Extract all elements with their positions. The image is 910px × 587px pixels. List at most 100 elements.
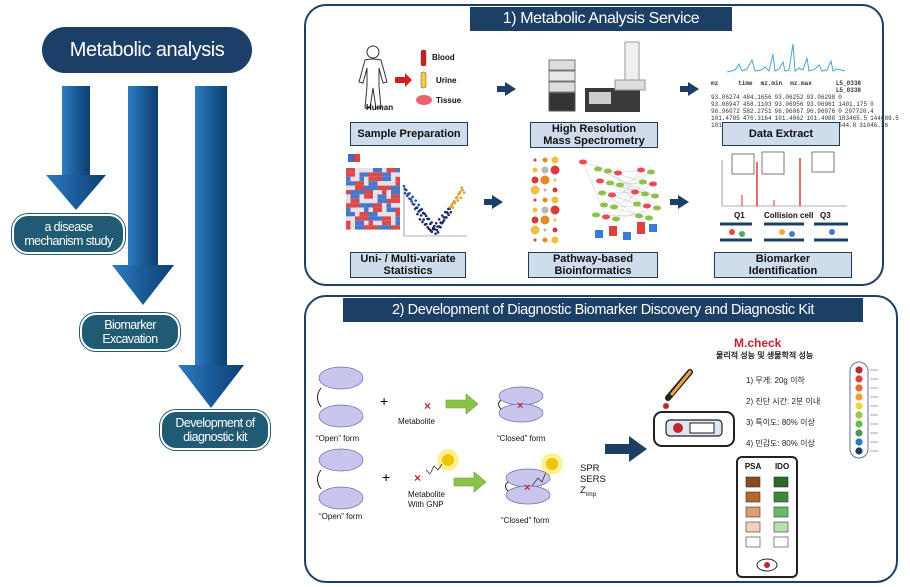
step-biomarker-excavation: Biomarker Excavation [80, 313, 180, 351]
label-statistics-text: Uni- / Multi-variate Statistics [360, 253, 456, 277]
boxplot-icon [595, 222, 657, 240]
col-mzmin: mz.min [760, 80, 783, 87]
table-cell: 476.3164 [742, 115, 772, 122]
label-hrms: High Resolution Mass Spectrometry [530, 122, 658, 148]
spec-weight: 1) 무게: 20g 이하 [746, 376, 805, 385]
blood-tube-icon [420, 49, 427, 67]
closed-form-label-2: “Closed” form [501, 516, 550, 525]
green-arrow-icon [445, 393, 479, 415]
step-diagnostic-kit: Development of diagnostic kit [160, 410, 270, 450]
label-data-extract-text: Data Extract [748, 128, 814, 140]
closed-form-gnp-icon: × [505, 453, 563, 505]
label-pathway: Pathway-based Bioinformatics [528, 252, 658, 278]
flow-arrow-2 [112, 86, 174, 305]
step-disease-mechanism-label: a disease mechanism study [24, 220, 113, 248]
metabolite-label: Metabolite [398, 417, 435, 426]
mcheck-subtitle: 물리적 성능 및 생물학적 성능 [716, 351, 814, 360]
mass-spectrometer-illustration [548, 41, 646, 112]
open-form-label: “Open” form [316, 434, 360, 443]
col-sample: L5_0338 L5_0338 [835, 80, 862, 94]
biomarker-illustration [720, 151, 848, 242]
panel2-title-text: 2) Development of Diagnostic Biomarker D… [391, 302, 815, 318]
test-strip: PSA IDO [736, 456, 798, 578]
sample-blood-label: Blood [432, 53, 455, 62]
metabolite-gnp-icon: × [414, 449, 459, 485]
table-cell: 31046.26 [859, 122, 889, 129]
table-cell: 144086.5 [870, 115, 899, 122]
data-table-header: mz time mz.min mz.max L5_0338 L5_0338 [711, 80, 871, 94]
table-cell: 93.06274 [711, 94, 740, 101]
urine-tube-icon [420, 71, 427, 89]
label-statistics: Uni- / Multi-variate Statistics [350, 252, 466, 278]
table-cell: 93.06947 [711, 101, 740, 108]
spec-sensitivity: 4) 민감도: 80% 이상 [746, 439, 815, 448]
spectrum-chart [727, 43, 846, 73]
human-label: Human [366, 103, 394, 112]
diagnostic-device-icon [653, 369, 735, 447]
panel2-title: 2) Development of Diagnostic Biomarker D… [343, 298, 863, 322]
open-form-icon [317, 448, 364, 510]
main-title: Metabolic analysis [69, 38, 225, 61]
q3-label: Q3 [820, 211, 831, 220]
label-sample-preparation-text: Sample Preparation [357, 128, 461, 140]
panel1-title: 1) Metabolic Analysis Service [470, 7, 732, 31]
table-cell: 93.06961 [806, 101, 836, 108]
table-cell: 7544.8 [834, 122, 857, 129]
open-form-label-2: “Open” form [319, 512, 363, 521]
table-cell: 484.1656 [742, 94, 772, 101]
red-arrow-icon [395, 73, 412, 87]
sample-urine-label: Urine [436, 76, 457, 85]
strip-label-psa: PSA [744, 462, 762, 471]
method-zimp: Zimp [580, 485, 606, 500]
tissue-icon [416, 95, 432, 105]
method-z: Z [580, 485, 586, 496]
closed-form-icon: × [498, 386, 544, 423]
label-sample-preparation: Sample Preparation [350, 122, 468, 146]
metabolite-gnp-label: Metabolite With GNP [408, 490, 445, 509]
col-mzmax: mz.max [790, 80, 812, 87]
table-cell: 101.4088 [806, 115, 836, 122]
volcano-plot-icon [402, 184, 467, 237]
flow-arrow-icon [484, 195, 503, 209]
table-cell: 0 [838, 108, 842, 115]
svg-text:×: × [517, 400, 523, 412]
table-cell: 1401.175 [838, 101, 868, 108]
open-form-icon [317, 366, 364, 428]
panel-diagnostic-kit [304, 295, 898, 583]
main-title-pill: Metabolic analysis [42, 27, 252, 73]
svg-text:+: + [382, 469, 390, 485]
flow-arrow-icon [670, 195, 689, 209]
big-arrow-icon [605, 436, 647, 462]
label-pathway-text: Pathway-based Bioinformatics [552, 253, 634, 277]
step-biomarker-excavation-label: Biomarker Excavation [102, 318, 158, 346]
table-cell: 93.06956 [774, 101, 804, 108]
table-cell: 93.06298 [806, 94, 836, 101]
test-strip-labels: PSA IDO [738, 462, 796, 471]
spec-time: 2) 진단 시간: 2분 이내 [746, 397, 821, 406]
table-cell: 101.4062 [774, 115, 804, 122]
metabolite-icon: × [424, 399, 431, 413]
flow-arrow-1 [46, 86, 106, 210]
flow-arrow-3 [178, 86, 244, 408]
panel1-title-text: 1) Metabolic Analysis Service [502, 10, 700, 27]
col-mz: mz [711, 80, 719, 87]
heatmap-icon [346, 168, 400, 230]
green-arrow-icon [453, 471, 487, 493]
svg-text:+: + [380, 393, 388, 409]
mcheck-title: M.check [734, 336, 782, 350]
color-scale-icon [849, 361, 878, 459]
label-biomarker-identification-text: Biomarker Identification [748, 253, 818, 277]
svg-text:×: × [524, 482, 530, 494]
table-cell: 582.2751 [742, 108, 772, 115]
method-sers: SERS [580, 474, 606, 485]
table-cell: 96.96067 [774, 108, 804, 115]
flow-arrows [46, 86, 244, 408]
detection-methods: SPR SERS Zimp [580, 463, 606, 500]
flow-arrow-icon [680, 82, 699, 96]
sample-tissue-label: Tissue [436, 96, 462, 105]
table-cell: 458.1103 [742, 101, 772, 108]
method-spr: SPR [580, 463, 600, 474]
